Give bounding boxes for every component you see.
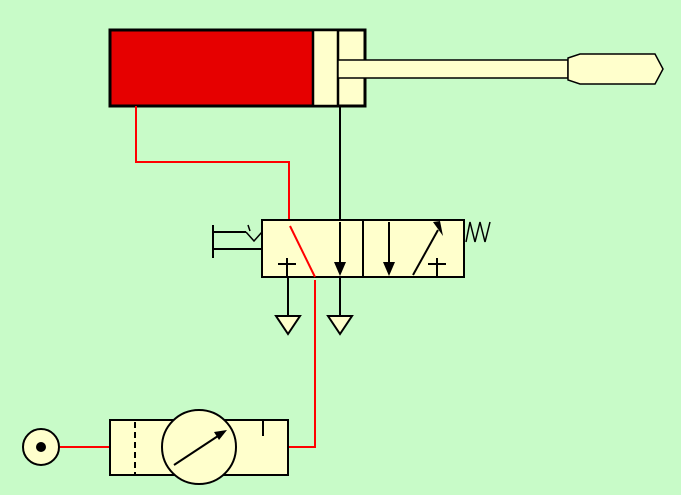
pressure-gauge-icon <box>161 409 237 485</box>
air-source-center <box>36 442 46 452</box>
piston-rod <box>337 59 569 79</box>
flow-arrow-icon <box>433 221 443 236</box>
flow-arrow-icon <box>383 262 395 276</box>
gauge-needle <box>173 433 222 466</box>
valve-right-path-diagonal <box>412 229 439 276</box>
flow-arrow-icon <box>334 262 346 276</box>
filter-regulator-unit <box>109 409 289 485</box>
gauge-needle-tip <box>214 430 227 440</box>
exhaust-triangle-icon <box>274 315 302 336</box>
exhaust-triangle-icon <box>326 315 354 336</box>
air-supply-source <box>22 428 60 466</box>
directional-valve <box>212 219 491 278</box>
cylinder-piston <box>311 28 340 108</box>
line-frl-to-valve <box>288 280 316 448</box>
double-acting-cylinder <box>108 28 664 108</box>
lever-detent <box>245 231 263 243</box>
rod-end-tip <box>567 53 664 85</box>
cylinder-cap-chamber <box>111 31 313 105</box>
exhaust-ports <box>274 277 354 336</box>
lever-detent-mark <box>247 224 251 232</box>
valve-flow-path-pressurized <box>289 225 316 278</box>
line-valve-to-cap-end <box>135 106 290 226</box>
spring-icon <box>465 221 491 243</box>
